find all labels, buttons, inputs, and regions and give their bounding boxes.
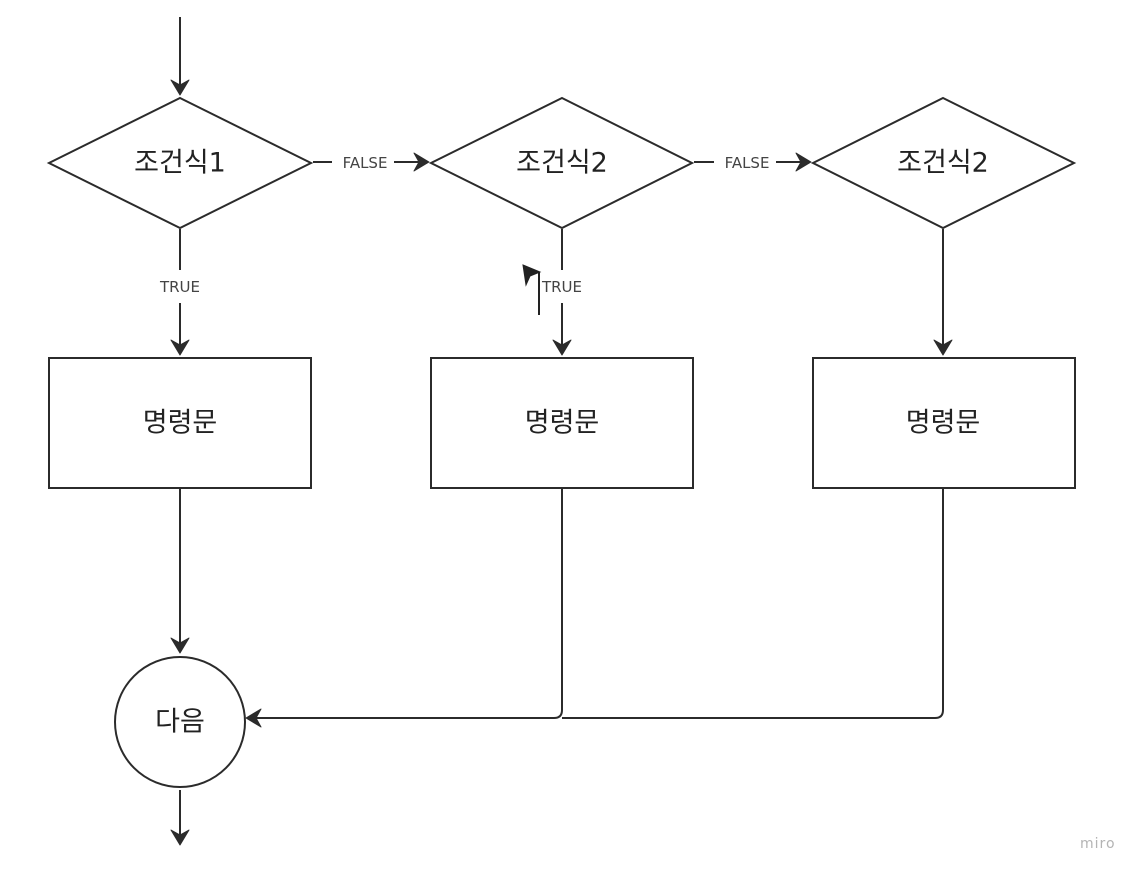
decision-node-3[interactable]: 조건식2 — [810, 96, 1077, 230]
edge-decision-3-to-process-3 — [933, 229, 953, 356]
process-label-1: 명령문 — [143, 408, 218, 439]
decision-label-1: 조건식1 — [134, 148, 226, 179]
edge-label-true-1: TRUE — [159, 278, 200, 296]
decision-node-2[interactable]: 조건식2 — [428, 96, 695, 230]
exit-arrow — [170, 790, 190, 846]
process-node-3[interactable]: 명령문 — [812, 357, 1076, 489]
edge-true-1: TRUE — [159, 229, 200, 356]
edge-true-2: TRUE — [541, 229, 582, 356]
edge-process-1-to-end — [170, 489, 190, 654]
decision-label-3: 조건식2 — [897, 148, 989, 179]
mouse-cursor — [522, 264, 542, 315]
miro-watermark: miro — [1080, 836, 1116, 852]
end-label: 다음 — [155, 707, 205, 738]
edge-merge-to-end — [245, 489, 944, 728]
process-label-3: 명령문 — [906, 408, 981, 439]
end-node[interactable]: 다음 — [114, 656, 246, 788]
edge-false-2: FALSE — [694, 152, 812, 172]
process-label-2: 명령문 — [525, 408, 600, 439]
edge-label-true-2: TRUE — [541, 278, 582, 296]
process-node-1[interactable]: 명령문 — [48, 357, 312, 489]
process-node-2[interactable]: 명령문 — [430, 357, 694, 489]
decision-label-2: 조건식2 — [516, 148, 608, 179]
decision-node-1[interactable]: 조건식1 — [46, 96, 314, 230]
entry-arrow — [170, 17, 190, 96]
edge-false-1: FALSE — [313, 152, 430, 172]
edge-label-false-1: FALSE — [343, 154, 388, 172]
edge-label-false-2: FALSE — [725, 154, 770, 172]
